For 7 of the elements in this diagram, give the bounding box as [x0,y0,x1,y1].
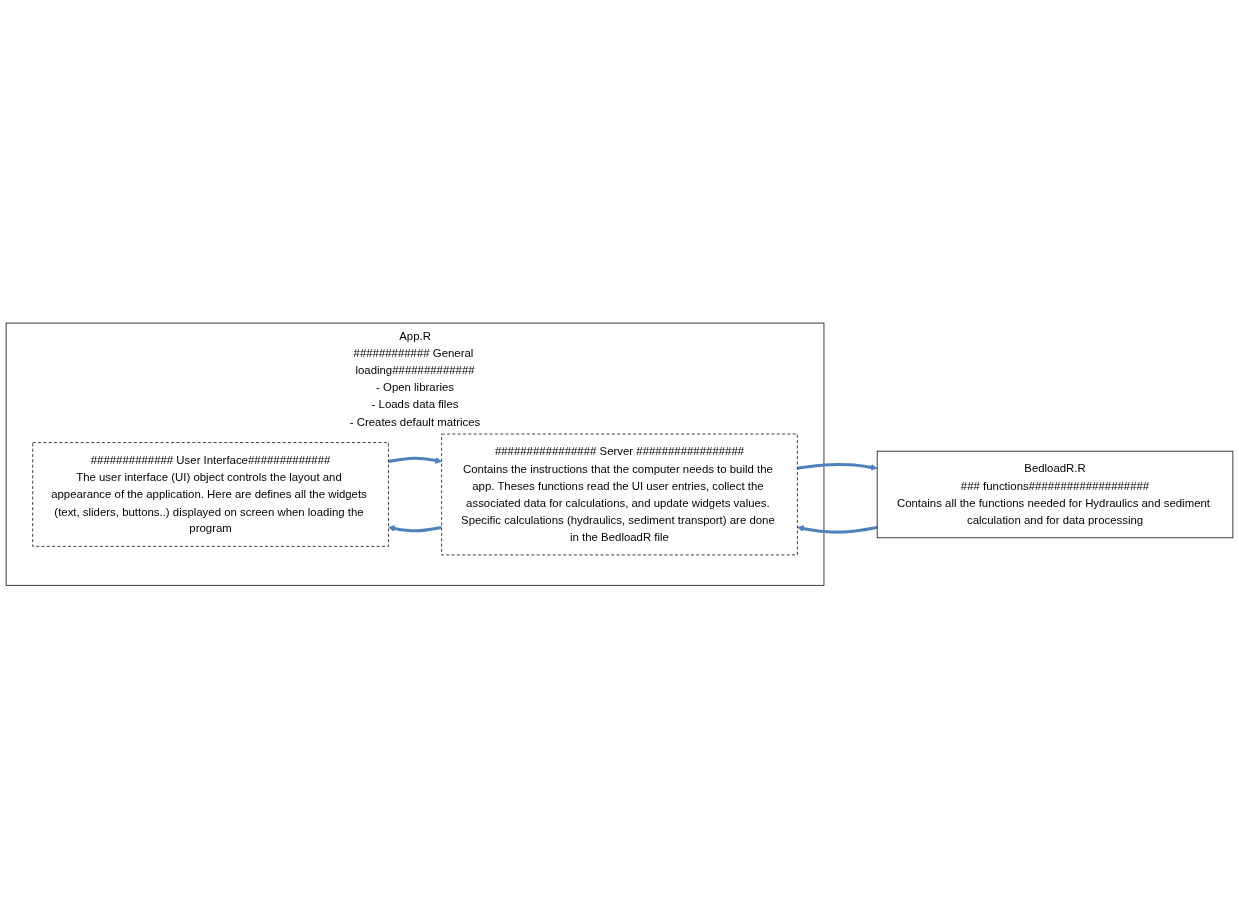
arrow [797,463,878,471]
arrow [388,457,442,465]
node-box: BedloadR.R ### functions################### Contains all the functions needed for Hydraulics and sediment calculation and for data processing [876,451,1234,539]
arrow [797,525,878,534]
node-box: ################ Server ################# Contains the instructions that the computer needs to build the app. Theses functions read the UI user entries, collect the associated data for calculations, and update widgets values. Specific calculations (hydraulics, sediment transport) are done in the BedloadR file [441,433,798,556]
arrow [388,525,442,533]
node-box: ############# User Interface############# The user interface (UI) object controls the layout and appearance of the application. Here are defines all the widgets (text, sliders, buttons..) displayed on screen when loading the program [32,442,389,548]
